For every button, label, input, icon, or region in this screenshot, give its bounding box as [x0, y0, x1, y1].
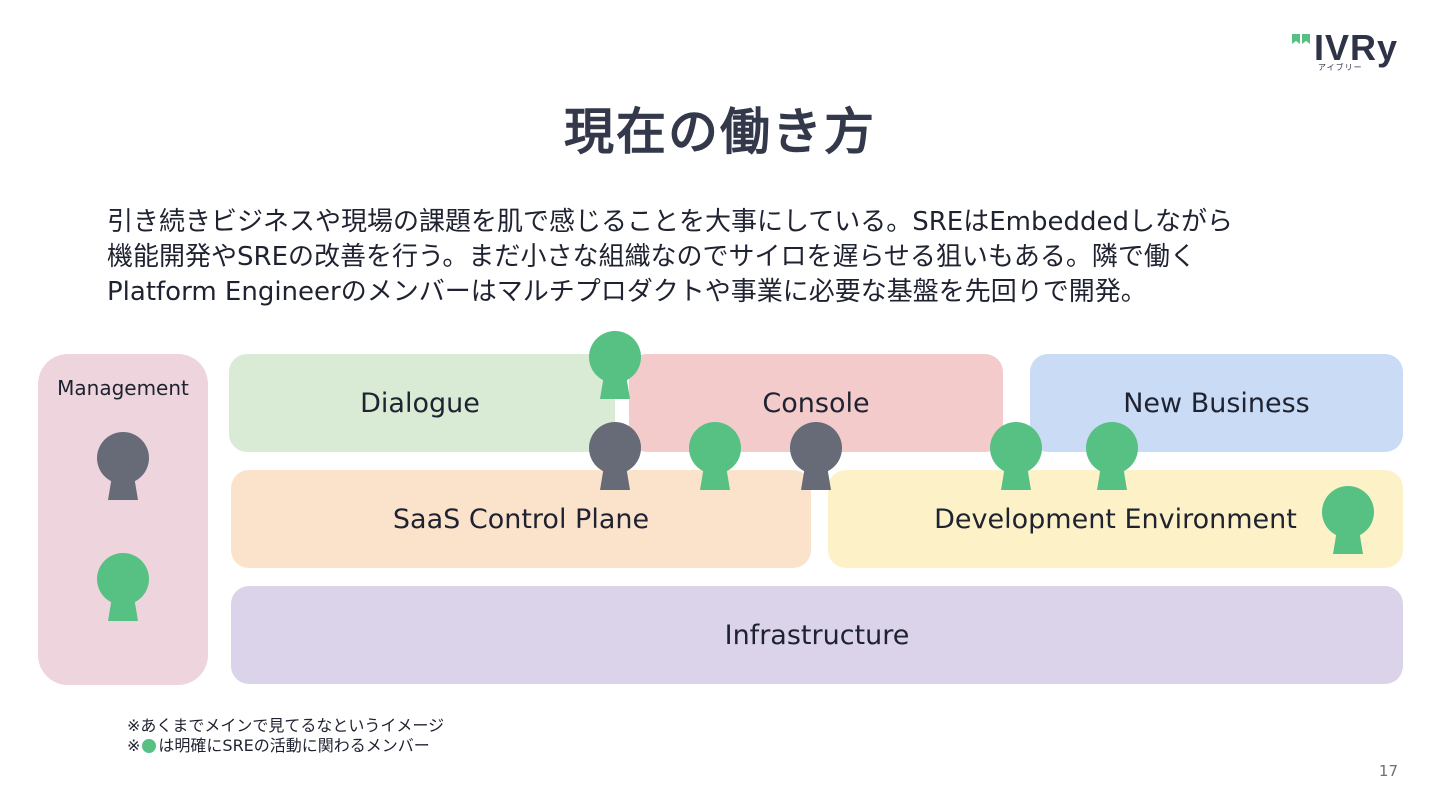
new-business-label: New Business [1123, 387, 1310, 419]
dialogue-label: Dialogue [360, 387, 480, 419]
logo-flag-icon [1292, 34, 1310, 44]
development-environment-area: Development Environment [828, 470, 1403, 568]
sre-member-icon [1086, 422, 1138, 490]
page-number: 17 [1378, 762, 1398, 780]
description: 引き続きビジネスや現場の課題を肌で感じることを大事にしている。SREはEmbed… [107, 205, 1367, 310]
logo-subtext: アイブリー [1318, 63, 1363, 72]
member-icon [589, 422, 641, 490]
sre-member-icon [689, 422, 741, 490]
development-environment-label: Development Environment [934, 503, 1297, 535]
console-label: Console [762, 387, 870, 419]
footnote-2-prefix: ※ [127, 736, 141, 755]
footnotes: ※あくまでメインで見てるなというイメージ ※ は明確にSREの活動に関わるメンバー [127, 716, 444, 756]
logo-text: IVRy [1314, 27, 1399, 68]
management-area: Management [38, 354, 208, 685]
footnote-1: ※あくまでメインで見てるなというイメージ [127, 716, 445, 735]
ivry-logo: IVRy アイブリー [1292, 27, 1412, 72]
sre-member-icon [97, 553, 149, 621]
saas-control-plane-area: SaaS Control Plane [231, 470, 811, 568]
sre-member-icon [1322, 486, 1374, 554]
member-icon [790, 422, 842, 490]
page-title: 現在の働き方 [564, 103, 876, 161]
management-label: Management [57, 376, 189, 400]
saas-control-plane-label: SaaS Control Plane [392, 503, 650, 535]
member-icon [97, 432, 149, 500]
footnote-2-text: は明確にSREの活動に関わるメンバー [158, 736, 430, 755]
description-line: Platform Engineerのメンバーはマルチプロダクトや事業に必要な基盤… [107, 277, 1147, 307]
dialogue-area: Dialogue [229, 354, 615, 452]
sre-member-icon [589, 331, 641, 399]
infrastructure-label: Infrastructure [724, 619, 910, 651]
sre-member-icon [990, 422, 1042, 490]
description-line: 引き続きビジネスや現場の課題を肌で感じることを大事にしている。SREはEmbed… [107, 207, 1233, 237]
infrastructure-area: Infrastructure [231, 586, 1403, 684]
description-line: 機能開発やSREの改善を行う。まだ小さな組織なのでサイロを遅らせる狙いもある。隣… [107, 242, 1196, 272]
footnote-2: ※ は明確にSREの活動に関わるメンバー [127, 736, 444, 756]
sre-dot-icon [142, 739, 157, 753]
